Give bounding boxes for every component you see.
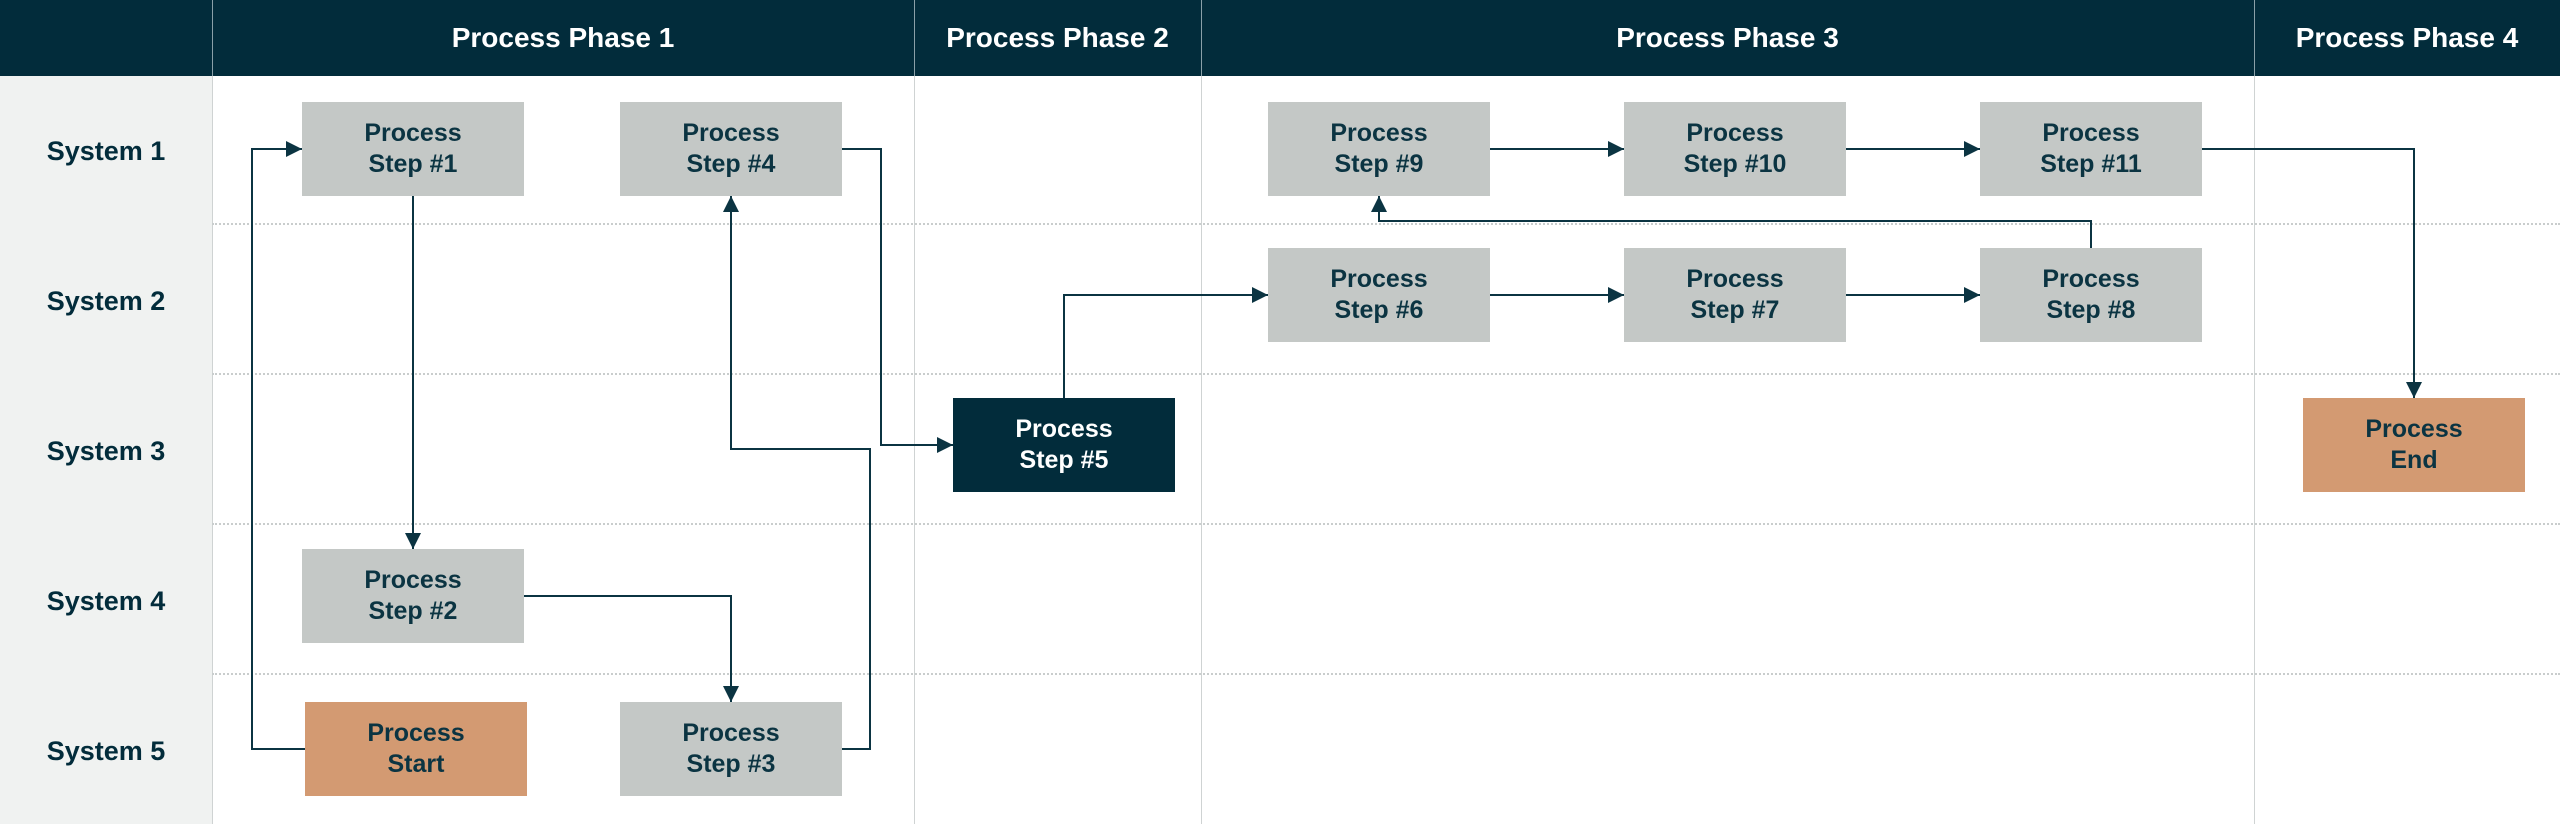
node-line: Process xyxy=(682,719,780,747)
node-line: Step #7 xyxy=(1690,296,1780,324)
phase-header-2: Process Phase 2 xyxy=(946,22,1169,53)
divider-line xyxy=(212,0,213,824)
phase-header-1: Process Phase 1 xyxy=(451,22,675,53)
divider-line xyxy=(212,0,213,76)
divider-line xyxy=(1201,0,1202,76)
connector-step2-to-step3 xyxy=(524,595,739,702)
system-label-5: System 5 xyxy=(46,735,166,766)
lane-divider xyxy=(212,223,2560,225)
node-line: Process xyxy=(364,119,462,147)
node-line: Process xyxy=(2042,119,2140,147)
divider-line xyxy=(2254,0,2255,824)
lane-divider xyxy=(212,673,2560,675)
divider-line xyxy=(2254,0,2255,76)
system-label-3: System 3 xyxy=(46,435,166,466)
node-line: Step #1 xyxy=(368,150,458,178)
system-label-1: System 1 xyxy=(46,135,166,166)
header-corner xyxy=(0,0,212,76)
node-line: Start xyxy=(387,750,445,778)
lane-divider xyxy=(212,523,2560,525)
node-line: Process xyxy=(1330,265,1428,293)
system-label-4: System 4 xyxy=(46,585,166,616)
phase-header-3: Process Phase 3 xyxy=(1616,22,1839,53)
node-line: Step #3 xyxy=(686,750,776,778)
node-line: Process xyxy=(1686,265,1784,293)
node-line: Step #10 xyxy=(1683,150,1787,178)
divider-line xyxy=(914,0,915,76)
node-line: Process xyxy=(2042,265,2140,293)
node-line: Process xyxy=(682,119,780,147)
node-line: End xyxy=(2390,446,2438,474)
node-line: Step #5 xyxy=(1019,446,1109,474)
connector-step3-to-step4 xyxy=(723,196,871,750)
connector-step5-to-step6 xyxy=(1063,287,1268,398)
system-label-2: System 2 xyxy=(46,285,166,316)
system-column xyxy=(0,76,212,824)
node-line: Process xyxy=(2365,415,2463,443)
lane-divider xyxy=(212,373,2560,375)
divider-line xyxy=(914,0,915,824)
node-line: Step #4 xyxy=(686,150,776,178)
divider-line xyxy=(1201,0,1202,824)
node-line: Process xyxy=(367,719,465,747)
connector-step8-to-step9 xyxy=(1371,196,2092,248)
node-line: Step #11 xyxy=(2040,150,2142,178)
node-line: Process xyxy=(1015,415,1113,443)
node-line: Step #8 xyxy=(2046,296,2136,324)
connector-step11-to-end xyxy=(2202,148,2422,398)
node-line: Step #6 xyxy=(1334,296,1424,324)
connector-step4-to-step5 xyxy=(842,148,953,453)
node-line: Process xyxy=(364,566,462,594)
header-band xyxy=(0,0,2560,76)
node-line: Step #9 xyxy=(1334,150,1424,178)
connector-start-to-step1 xyxy=(251,141,305,750)
node-line: Process xyxy=(1686,119,1784,147)
node-line: Process xyxy=(1330,119,1428,147)
phase-header-4: Process Phase 4 xyxy=(2295,22,2519,53)
node-line: Step #2 xyxy=(368,597,458,625)
